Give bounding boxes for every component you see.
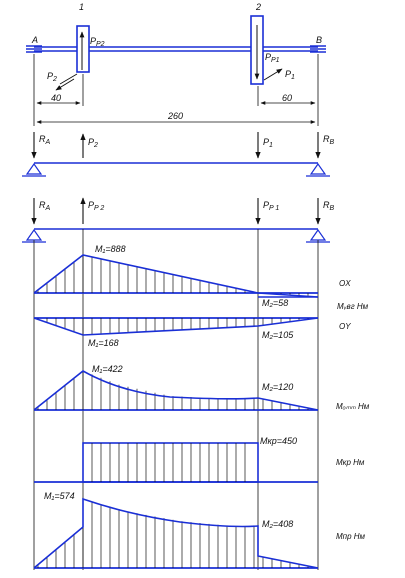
diagram-msum: M₁=422 M₂=120 Mₒₘₘ Нм — [33, 364, 370, 411]
dimension-40: 40 — [33, 54, 84, 126]
force-p2-tangential-hatch — [59, 73, 78, 85]
mpr-hatching — [37, 501, 309, 568]
shaft-sketch: 1 2 A B PP2 PP1 P2 — [26, 2, 326, 126]
ra-label: RA — [39, 134, 51, 146]
pp2-label: PP 2 — [88, 200, 104, 212]
oy-m2-label: M₂=105 — [262, 330, 294, 340]
ra-reduced-label: RA — [39, 200, 51, 212]
rb-label: RB — [323, 134, 335, 146]
diagram-mpr: M₁=574 M₂=408 Mпр Нм — [33, 491, 366, 569]
mkr-hatching — [91, 443, 246, 482]
bearing-right — [310, 45, 326, 53]
ox-m1-label: M₁=888 — [95, 244, 126, 254]
mvert-label: Mᵥвг Нм — [337, 302, 369, 311]
oy-curve — [33, 317, 319, 336]
diagram-mkr: Mкр=450 Mкр Нм — [34, 436, 365, 483]
msum-m2-label: M₂=120 — [262, 382, 293, 392]
mpr-m2-label: M₂=408 — [262, 519, 293, 529]
msum-m1-label: M₁=422 — [92, 364, 123, 374]
ox-hatching — [37, 255, 309, 297]
dimension-60: 60 — [257, 54, 319, 126]
p2-label: P2 — [88, 137, 98, 149]
msum-curve — [33, 370, 319, 411]
mpr-axis-label: Mпр Нм — [336, 532, 366, 541]
rb-reduced-label: RB — [323, 200, 335, 212]
dim-40-label: 40 — [51, 93, 61, 103]
mkr-rect — [82, 442, 259, 483]
bearing-left — [26, 45, 42, 53]
section-2-label: 2 — [255, 2, 261, 12]
section-1-label: 1 — [79, 2, 84, 12]
force-p2-tangential-label: P2 — [47, 71, 57, 83]
support-left-plain — [22, 162, 46, 177]
dimension-260: 260 — [36, 111, 316, 124]
dim-260-label: 260 — [167, 111, 183, 121]
ox-axis-label: OX — [339, 279, 351, 288]
gear-1 — [76, 25, 90, 73]
mkr-axis-label: Mкр Нм — [336, 458, 365, 467]
force-p2-label: PP2 — [90, 36, 105, 48]
force-p1-tangential-label: P1 — [285, 69, 295, 81]
force-p1-label: PP1 — [265, 52, 280, 64]
dim-60-label: 60 — [282, 93, 292, 103]
diagram-ox: M₁=888 M₂=58 OX Mᵥвг Нм — [33, 244, 369, 311]
mpr-m1-label: M₁=574 — [44, 491, 75, 501]
pp1-label: PP 1 — [263, 200, 279, 212]
ox-curve — [33, 254, 319, 298]
oy-m1-label: M₁=168 — [88, 338, 119, 348]
ox-m2-label: M₂=58 — [262, 298, 288, 308]
beam-scheme-reduced: RA PP 2 PP 1 RB — [22, 197, 335, 243]
oy-axis-label: OY — [339, 322, 351, 331]
support-right-plain — [306, 162, 330, 177]
mpr-curve — [33, 497, 319, 569]
support-a-label: A — [31, 35, 38, 45]
force-p1-tangential-arrow — [263, 68, 283, 81]
support-b-label: B — [316, 35, 322, 45]
diagram-oy: M₁=168 M₂=105 OY — [33, 317, 351, 348]
mkr-value-label: Mкр=450 — [260, 436, 297, 446]
msum-axis-label: Mₒₘₘ Нм — [336, 402, 370, 411]
p1-label: P1 — [263, 137, 273, 149]
force-p2-tangential-arrow — [55, 78, 75, 91]
beam-scheme-plain: RA P2 P1 RB — [22, 132, 335, 177]
